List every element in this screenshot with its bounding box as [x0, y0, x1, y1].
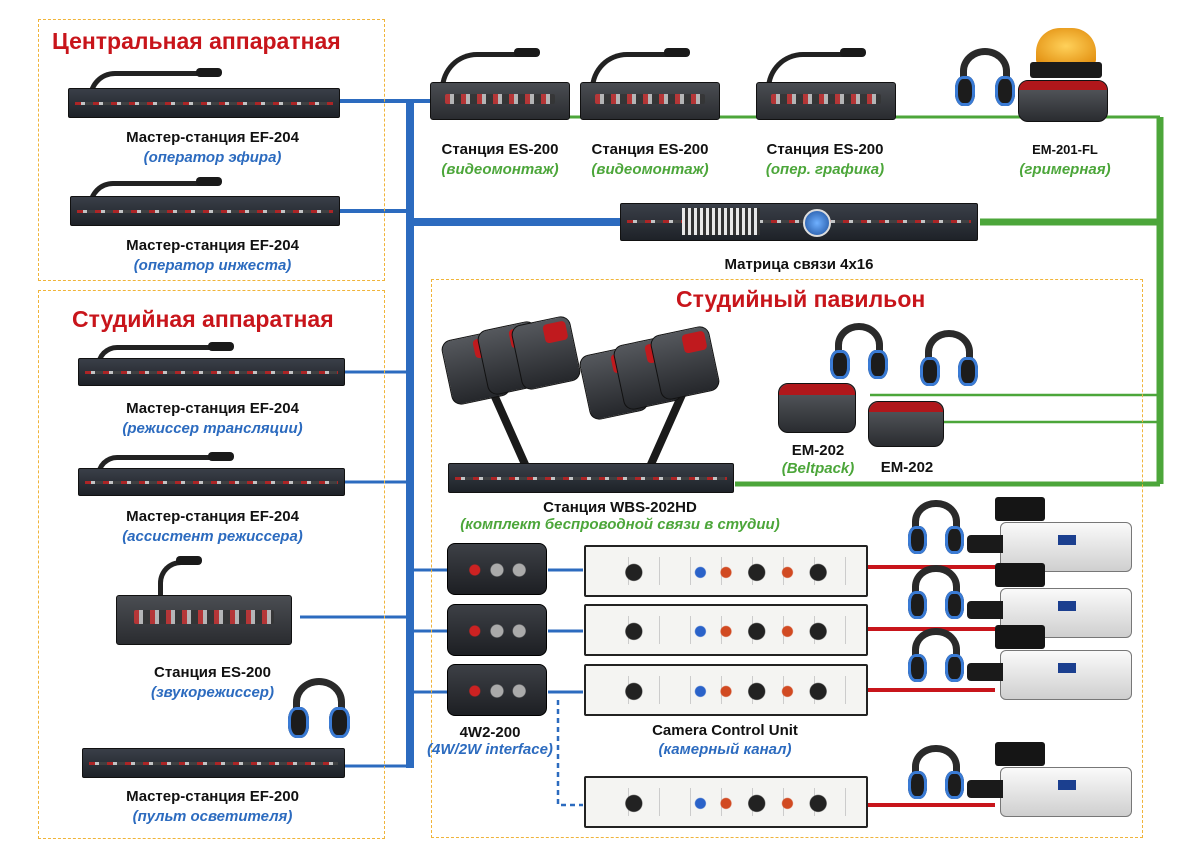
em202-beltpack-name: EM-202 [791, 442, 845, 459]
matrix-name: Матрица связи 4x16 [724, 256, 874, 273]
mic-head-icon [196, 68, 222, 77]
ef200-light-name: Мастер-станция EF-200 [126, 788, 299, 805]
gooseneck-mic-icon [88, 181, 205, 206]
headset-icon [908, 745, 964, 799]
ccu-device [584, 604, 868, 656]
es200-sound-device [116, 595, 292, 645]
headset-icon [288, 678, 350, 738]
gooseneck-mic-icon [96, 345, 211, 366]
gooseneck-mic-icon [96, 455, 213, 476]
em202-device [868, 401, 944, 447]
es200-edit2-role: (видеомонтаж) [591, 161, 709, 178]
headset-icon [908, 628, 964, 682]
central-control-title: Центральная аппаратная [52, 28, 341, 54]
mic-head-icon [208, 452, 234, 461]
wbs202hd-role: (комплект беспроводной связи в студии) [460, 516, 780, 533]
ccu-device [584, 776, 868, 828]
ef204-director-device [78, 358, 345, 386]
wbs202hd-name: Станция WBS-202HD [543, 499, 697, 516]
if4w2-role: (4W/2W interface) [427, 741, 553, 758]
gooseneck-mic-icon [88, 71, 205, 98]
headset-icon [830, 323, 888, 379]
studio-camera-icon [967, 625, 1132, 700]
warning-beacon-icon [1030, 28, 1102, 78]
ef204-ingest-role: (оператор инжеста) [133, 257, 292, 274]
ccu-name: Camera Control Unit [652, 722, 798, 739]
em201fl-device [1018, 80, 1108, 122]
mic-head-icon [208, 342, 234, 351]
es200-edit2-device [580, 82, 720, 120]
em202-beltpack-role: (Beltpack) [781, 460, 855, 477]
matrix-knob-icon [802, 209, 831, 238]
mic-head-icon [514, 48, 540, 57]
em202-beltpack-device [778, 383, 856, 433]
es200-edit1-role: (видеомонтаж) [441, 161, 559, 178]
headset-icon [955, 48, 1015, 106]
studio-pavilion-title: Студийный павильон [676, 286, 926, 312]
4w2-interface-device [447, 664, 547, 716]
em201fl-name: EM-201-FL [1032, 142, 1098, 157]
ef204-ingest-name: Мастер-станция EF-204 [126, 237, 299, 254]
ccu-device [584, 545, 868, 597]
if4w2-name: 4W2-200 [459, 724, 521, 741]
central-control-section [38, 19, 385, 281]
em202-name: EM-202 [880, 459, 934, 476]
es200-graphics-role: (опер. графика) [765, 161, 885, 178]
es200-edit2-name: Станция ES-200 [591, 141, 709, 158]
mic-head-icon [664, 48, 690, 57]
es200-edit1-device [430, 82, 570, 120]
ef200-light-device [82, 748, 345, 778]
gooseneck-mic-icon [158, 560, 181, 607]
ef204-air-role: (оператор эфира) [143, 149, 282, 166]
es200-sound-name: Станция ES-200 [154, 664, 271, 681]
ef204-director-name: Мастер-станция EF-204 [126, 400, 299, 417]
ef200-light-role: (пульт осветителя) [132, 808, 293, 825]
studio-control-title: Студийная аппаратная [72, 306, 334, 332]
blue-dashed-link-ccu4 [556, 700, 583, 807]
headset-icon [908, 500, 964, 554]
matrix-device [620, 203, 978, 241]
em201fl-role: (гримерная) [1019, 161, 1111, 178]
mic-head-icon [840, 48, 866, 57]
headset-icon [908, 565, 964, 619]
4w2-interface-device [447, 604, 547, 656]
studio-camera-icon [967, 742, 1132, 817]
es200-graphics-device [756, 82, 896, 120]
ef204-air-device [68, 88, 340, 118]
ef204-assistant-name: Мастер-станция EF-204 [126, 508, 299, 525]
mic-head-icon [176, 556, 202, 565]
studio-control-section [38, 290, 385, 839]
ef204-air-name: Мастер-станция EF-204 [126, 129, 299, 146]
es200-graphics-name: Станция ES-200 [766, 141, 884, 158]
studio-pavilion-section [431, 279, 1143, 838]
mic-head-icon [196, 177, 222, 186]
ccu-role: (камерный канал) [658, 741, 792, 758]
ef204-assistant-device [78, 468, 345, 496]
wbs202hd-device [448, 463, 734, 493]
ef204-ingest-device [70, 196, 340, 226]
ef204-assistant-role: (ассистент режиссера) [122, 528, 303, 545]
4w2-interface-device [447, 543, 547, 595]
es200-sound-role: (звукорежиссер) [151, 684, 274, 701]
headset-icon [920, 330, 978, 386]
ccu-device [584, 664, 868, 716]
ef204-director-role: (режиссер трансляции) [122, 420, 303, 437]
es200-edit1-name: Станция ES-200 [441, 141, 559, 158]
